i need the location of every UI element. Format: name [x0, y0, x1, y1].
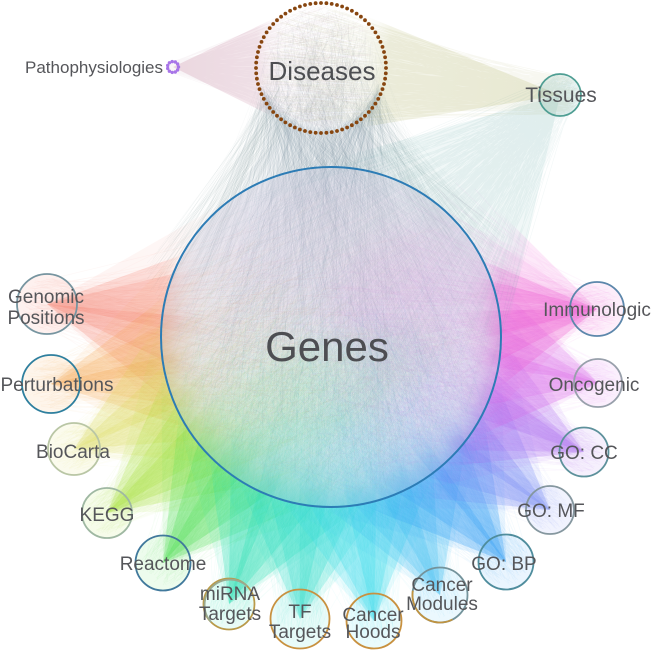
svg-text:Modules: Modules — [406, 594, 478, 615]
svg-text:BioCarta: BioCarta — [36, 442, 110, 463]
svg-text:GO: CC: GO: CC — [550, 443, 618, 464]
svg-text:Immunologic: Immunologic — [543, 300, 651, 321]
svg-text:Reactome: Reactome — [120, 554, 207, 575]
svg-text:Pathophysiologies: Pathophysiologies — [25, 58, 163, 77]
svg-text:GO: BP: GO: BP — [471, 554, 536, 575]
svg-text:Cancer: Cancer — [411, 575, 473, 596]
svg-text:Perturbations: Perturbations — [0, 375, 113, 396]
svg-text:Hoods: Hoods — [346, 622, 401, 643]
svg-text:KEGG: KEGG — [80, 505, 135, 526]
svg-text:Tissues: Tissues — [525, 84, 597, 107]
svg-text:miRNA: miRNA — [200, 584, 260, 605]
svg-text:TF: TF — [288, 602, 311, 623]
svg-text:Diseases: Diseases — [269, 56, 376, 86]
svg-text:Positions: Positions — [7, 308, 84, 329]
svg-text:Oncogenic: Oncogenic — [549, 375, 640, 396]
svg-text:Targets: Targets — [199, 604, 261, 625]
svg-text:Targets: Targets — [269, 622, 331, 643]
svg-text:GO: MF: GO: MF — [517, 501, 585, 522]
svg-text:Genomic: Genomic — [8, 287, 84, 308]
svg-text:Cancer: Cancer — [342, 605, 404, 626]
svg-text:Genes: Genes — [265, 323, 389, 370]
